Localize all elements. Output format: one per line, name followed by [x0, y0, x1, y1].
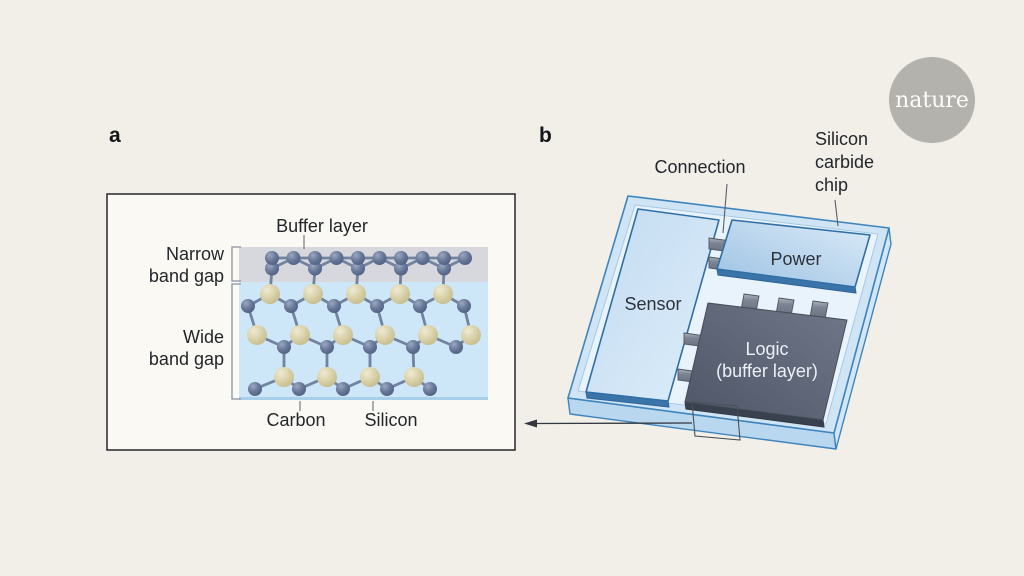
logic-label: Logic (buffer layer) [716, 339, 818, 381]
carbon-atom [284, 299, 298, 313]
silicon-atom [247, 325, 267, 345]
carbon-atom [248, 382, 262, 396]
carbon-label: Carbon [266, 410, 326, 430]
silicon-atom [433, 284, 453, 304]
silicon-atom [418, 325, 438, 345]
silicon-atom [260, 284, 280, 304]
carbon-atom [406, 340, 420, 354]
silicon-carbide-chip-label: Silicon carbide chip [815, 129, 875, 195]
sensor-label: Sensor [624, 294, 682, 314]
magnified-region-outline [691, 401, 741, 441]
silicon-atom [303, 284, 323, 304]
carbon-atom [437, 261, 451, 276]
substrate-bottom-edge [239, 397, 488, 400]
panel-b-label: b [539, 124, 552, 147]
chip-pointer-line [834, 199, 839, 227]
silicon-atom [461, 325, 481, 345]
carbon-atom [458, 251, 472, 265]
carbon-atom [336, 382, 350, 396]
sensor-block [585, 208, 720, 408]
carbon-atom [372, 251, 387, 265]
connection-pointer-line [722, 183, 728, 234]
wide-band-gap-bracket [231, 283, 241, 400]
silicon-label: Silicon [364, 410, 418, 430]
carbon-atom [265, 251, 279, 265]
carbon-atom [457, 299, 471, 313]
carbon-atom [277, 340, 291, 354]
silicon-atom [333, 325, 353, 345]
power-top [716, 219, 871, 288]
carbon-atom [327, 299, 341, 313]
carbon-atom [308, 261, 322, 276]
carbon-atom [394, 251, 408, 265]
carbon-atom [265, 261, 279, 276]
carbon-atom [423, 382, 437, 396]
silicon-atom [274, 367, 294, 387]
panel-a-label: a [109, 124, 121, 147]
carbon-atom [415, 251, 430, 265]
carbon-atom [292, 382, 306, 396]
carbon-atom [308, 251, 322, 265]
nature-logo: nature [889, 57, 975, 143]
carbon-atom [394, 261, 408, 276]
wide-band-gap-label: Wide band gap [148, 327, 224, 369]
carbon-atom [320, 340, 334, 354]
carbon-atom [363, 340, 377, 354]
carbon-atom [329, 251, 344, 265]
silicon-atom [317, 367, 337, 387]
narrow-band-gap-bracket [231, 246, 241, 282]
magnification-arrow-line [535, 422, 693, 425]
power-block [716, 219, 871, 294]
silicon-atom [375, 325, 395, 345]
silicon-atom [390, 284, 410, 304]
nature-logo-text: nature [895, 87, 969, 113]
carbon-atom [351, 261, 365, 276]
logic-block [684, 302, 848, 428]
buffer-layer-label: Buffer layer [276, 216, 368, 236]
carbon-atom [286, 251, 301, 265]
carbon-atom [413, 299, 427, 313]
silicon-atom [404, 367, 424, 387]
carbon-atom [241, 299, 255, 313]
carbon-atom [380, 382, 394, 396]
carbon-atom [449, 340, 463, 354]
logic-top [684, 302, 848, 421]
carbon-atom [437, 251, 451, 265]
sensor-top [585, 208, 720, 402]
crystal-lattice [241, 251, 481, 396]
power-label: Power [770, 249, 822, 269]
silicon-atom [290, 325, 310, 345]
magnification-arrow-head [524, 419, 537, 428]
connection-label: Connection [654, 157, 746, 177]
carbon-atom [351, 251, 365, 265]
narrow-band-gap-label: Narrow band gap [148, 244, 224, 286]
carbon-atom [370, 299, 384, 313]
silicon-atom [346, 284, 366, 304]
silicon-atom [360, 367, 380, 387]
